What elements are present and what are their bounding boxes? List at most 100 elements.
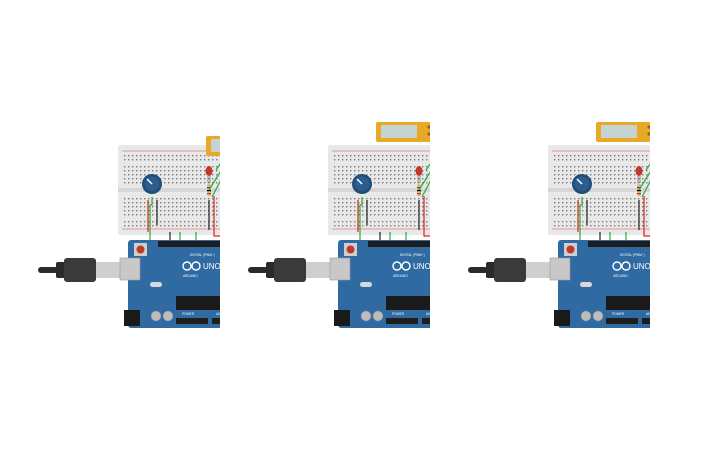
breadboard-hole (410, 159, 412, 161)
breadboard-hole (402, 210, 404, 212)
arduino-board[interactable]: DIGITAL (PWM~) UNO ARDUINO POWER ANALOG … (549, 240, 675, 328)
breadboard-hole (614, 202, 616, 204)
power-header (386, 318, 418, 324)
breadboard-hole (390, 214, 392, 216)
breadboard-hole (578, 202, 580, 204)
breadboard-hole (406, 182, 408, 184)
breadboard-hole (152, 225, 154, 227)
arduino-board[interactable]: DIGITAL (PWM~) UNO ARDUINO POWER ANALOG … (329, 240, 455, 328)
circuit-2[interactable]: DIGITAL (PWM~) UNO ARDUINO POWER ANALOG … (210, 0, 468, 453)
arduino-board[interactable]: DIGITAL (PWM~) UNO ARDUINO POWER ANALOG … (119, 240, 245, 328)
led[interactable] (635, 166, 643, 183)
logo-icon (612, 261, 622, 271)
breadboard-hole (362, 225, 364, 227)
breadboard-hole (378, 198, 380, 200)
breadboard-hole (196, 225, 198, 227)
breadboard-hole (586, 198, 588, 200)
breadboard-hole (554, 155, 556, 157)
breadboard-hole (598, 202, 600, 204)
breadboard-hole (212, 225, 214, 227)
breadboard-hole (354, 214, 356, 216)
breadboard-hole (410, 210, 412, 212)
breadboard-hole (350, 198, 352, 200)
sensor-module[interactable] (596, 122, 656, 142)
breadboard-hole (574, 206, 576, 208)
crystal (150, 282, 162, 287)
breadboard-hole (378, 182, 380, 184)
breadboard-hole (196, 202, 198, 204)
breadboard-hole (128, 174, 130, 176)
led[interactable] (415, 166, 423, 183)
logo-icon (182, 261, 192, 271)
breadboard-hole (168, 170, 170, 172)
potentiometer[interactable] (352, 174, 372, 194)
breadboard-hole (602, 166, 604, 168)
board-model-label: UNO (413, 262, 430, 271)
potentiometer[interactable] (142, 174, 162, 194)
wire-green[interactable] (359, 197, 363, 245)
usb-port (549, 257, 571, 281)
breadboard-hole (426, 174, 428, 176)
breadboard-hole (574, 155, 576, 157)
breadboard-hole (562, 166, 564, 168)
breadboard-hole (570, 225, 572, 227)
breadboard-hole (602, 214, 604, 216)
breadboard-hole (422, 182, 424, 184)
breadboard-hole (136, 182, 138, 184)
breadboard-hole (188, 159, 190, 161)
reset-button[interactable] (566, 245, 575, 254)
breadboard-hole (562, 182, 564, 184)
breadboard-hole (168, 225, 170, 227)
breadboard-hole (216, 206, 218, 208)
usb-cable[interactable] (38, 258, 120, 282)
breadboard-hole (414, 206, 416, 208)
breadboard[interactable] (118, 145, 258, 235)
breadboard-hole (152, 221, 154, 223)
breadboard-hole (422, 198, 424, 200)
breadboard-hole (622, 182, 624, 184)
potentiometer[interactable] (572, 174, 592, 194)
breadboard-hole (606, 178, 608, 180)
breadboard-hole (172, 178, 174, 180)
breadboard-hole (160, 174, 162, 176)
reset-button[interactable] (136, 245, 145, 254)
breadboard-hole (610, 170, 612, 172)
breadboard-hole (128, 206, 130, 208)
breadboard-hole (338, 182, 340, 184)
breadboard-hole (574, 221, 576, 223)
power-jack (124, 310, 140, 326)
breadboard-hole (602, 155, 604, 157)
breadboard-hole (188, 214, 190, 216)
breadboard-hole (354, 174, 356, 176)
resistor-band (637, 190, 641, 192)
breadboard-hole (160, 214, 162, 216)
breadboard-hole (610, 166, 612, 168)
usb-metal (306, 262, 330, 278)
breadboard-hole (626, 210, 628, 212)
breadboard-hole (184, 170, 186, 172)
circuit-3[interactable]: DIGITAL (PWM~) UNO ARDUINO POWER ANALOG … (430, 0, 688, 453)
breadboard-hole (124, 155, 126, 157)
breadboard[interactable] (548, 145, 688, 235)
usb-cable[interactable] (468, 258, 550, 282)
breadboard-hole (618, 174, 620, 176)
wire-green[interactable] (149, 197, 153, 245)
reset-button[interactable] (346, 245, 355, 254)
breadboard-hole (176, 198, 178, 200)
breadboard-hole (566, 214, 568, 216)
breadboard-hole (406, 221, 408, 223)
breadboard-hole (188, 225, 190, 227)
breadboard-hole (606, 159, 608, 161)
led[interactable] (205, 166, 213, 183)
breadboard-hole (622, 155, 624, 157)
usb-cable[interactable] (248, 258, 330, 282)
breadboard[interactable] (328, 145, 468, 235)
circuit-1[interactable]: DIGITAL (PWM~) UNO ARDUINO POWER ANALOG … (0, 0, 266, 453)
breadboard-hole (414, 159, 416, 161)
breadboard-hole (626, 159, 628, 161)
breadboard-hole (558, 166, 560, 168)
wire-green[interactable] (579, 197, 583, 245)
breadboard-hole (610, 159, 612, 161)
breadboard-hole (168, 221, 170, 223)
sensor-module[interactable] (376, 122, 436, 142)
